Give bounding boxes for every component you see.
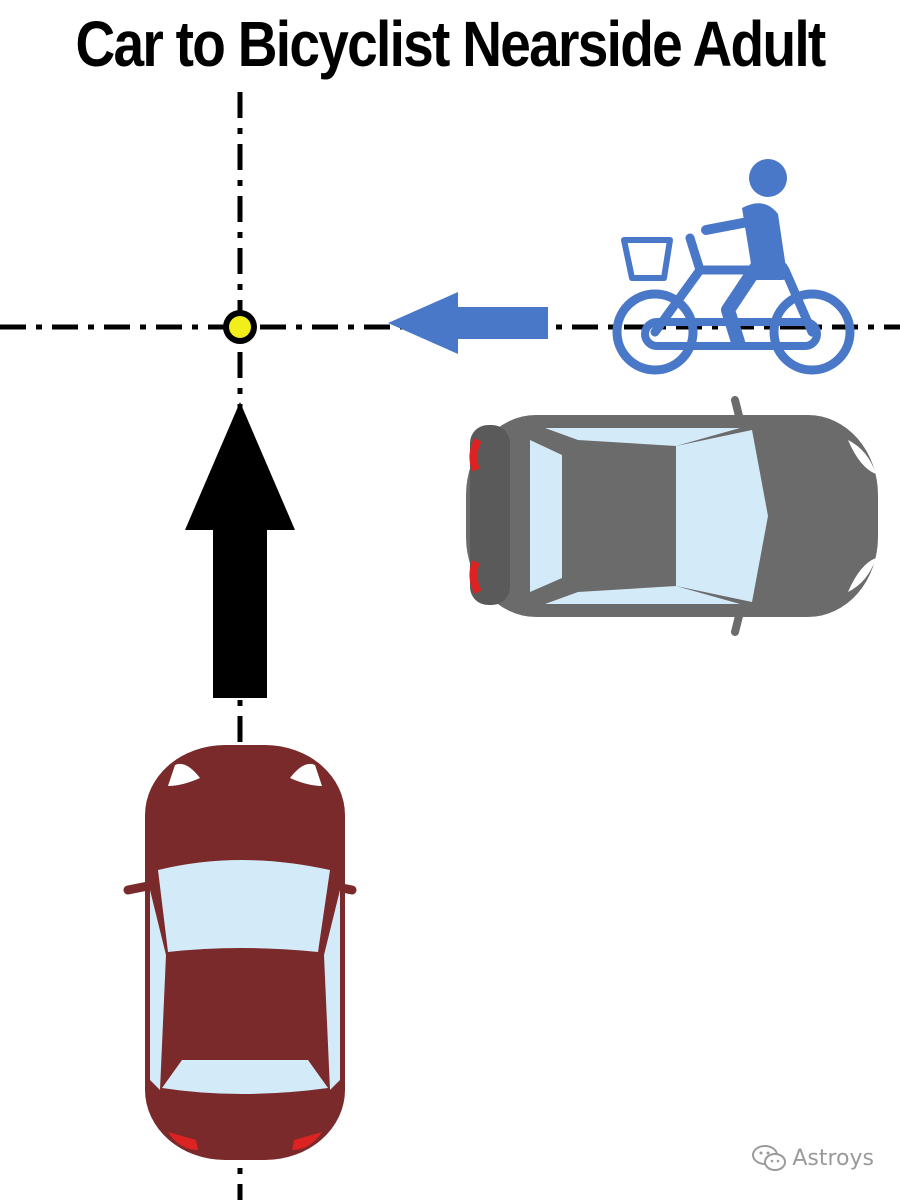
page-title: Car to Bicyclist Nearside Adult: [75, 8, 826, 80]
bicyclist-direction-arrow: [388, 292, 548, 354]
watermark-text: Astroys: [792, 1145, 874, 1171]
ego-car: [123, 745, 357, 1160]
watermark: Astroys: [752, 1144, 874, 1172]
car-direction-arrow: [185, 402, 295, 698]
collision-point: [229, 316, 251, 338]
obstruction-car: [466, 396, 878, 636]
wechat-icon: [752, 1145, 787, 1171]
bicyclist-icon: [612, 159, 855, 375]
